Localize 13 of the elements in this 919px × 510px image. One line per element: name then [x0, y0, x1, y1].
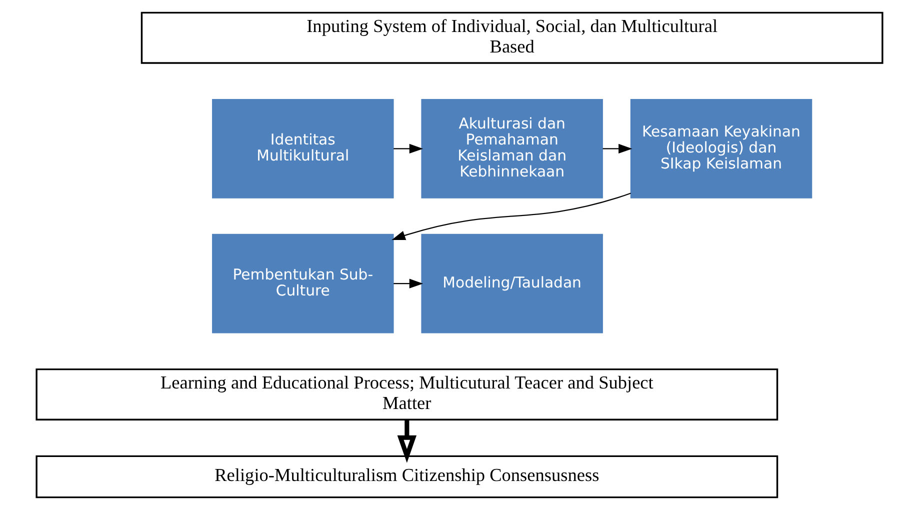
node-box: Learning and Educational Process; Multicutural Teacer and Subject Matter: [36, 368, 778, 420]
arrow: [394, 278, 424, 288]
node-box: Akulturasi dan Pemahaman Keislaman dan Kebhinnekaan: [421, 98, 603, 198]
node-box: Modeling/Tauladan: [421, 234, 603, 334]
node-box: Kesamaan Keyakinan (Ideologis) dan SIkap Keislaman: [630, 98, 812, 198]
node-box: Identitas Multikultural: [212, 98, 394, 198]
arrow: [392, 192, 631, 240]
node-box: Inputing System of Individual, Social, dan Multicultural Based: [140, 12, 884, 64]
arrow: [397, 420, 417, 463]
arrow: [602, 144, 632, 154]
node-box: Pembentukan Sub-Culture: [212, 234, 394, 334]
node-box: Religio-Multiculturalism Citizenship Consensusness: [36, 455, 778, 498]
arrow: [394, 144, 424, 154]
